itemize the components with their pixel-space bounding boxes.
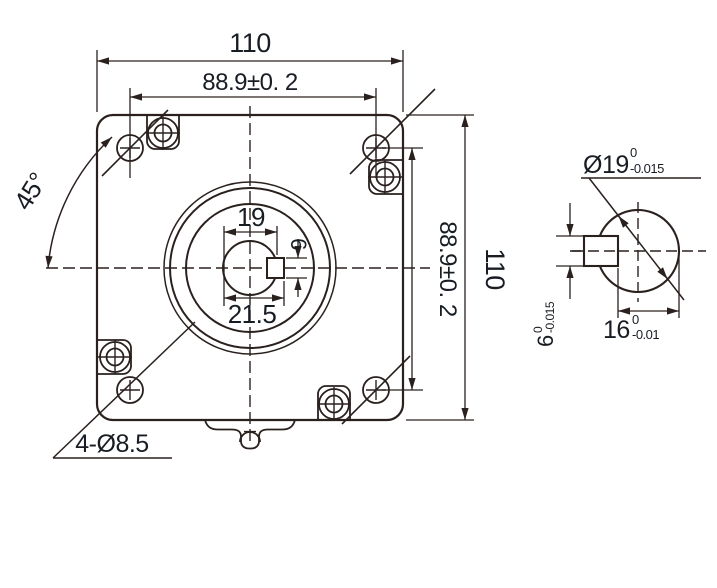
arrow-line <box>617 215 629 228</box>
shaft-diameter-label: Ø19 <box>583 151 629 179</box>
shaft-key-width-label: 6 <box>533 335 558 347</box>
front-view <box>45 50 474 459</box>
dim-pilot-width <box>223 226 278 306</box>
dim-overall-width <box>96 50 404 112</box>
dim-key-width <box>286 239 307 297</box>
hole-slash <box>341 355 411 425</box>
dim-hole-spacing-horizontal-label: 88.9±0. 2 <box>202 69 298 96</box>
leader-line <box>588 177 685 301</box>
angle-arc-45 <box>45 136 113 269</box>
key-profile <box>266 257 285 279</box>
shaft-section-view <box>556 177 706 318</box>
target-hole-top <box>146 115 180 150</box>
dim-overall-height-label: 110 <box>480 248 510 290</box>
mounting-hole-top-left <box>101 109 169 177</box>
across-flats-label: 16 <box>603 316 630 344</box>
dim-pilot-width-label: 19 <box>237 202 265 232</box>
across-flats-tol-upper: 0 <box>632 312 639 327</box>
shaft-key-width-group: 6 0 -0.015 <box>531 301 558 347</box>
dim-shaft-diameter <box>581 177 701 301</box>
boss-ring-inner <box>169 187 331 349</box>
dim-across-flats <box>617 255 680 318</box>
hole-slash <box>101 109 169 177</box>
bump-lip <box>204 419 296 450</box>
dim-overall-width-label: 110 <box>229 28 271 58</box>
tab-outline <box>317 385 351 420</box>
dim-hole-spacing-vertical <box>382 147 423 391</box>
arrow-line <box>657 267 669 280</box>
shaft-key-width-tol-upper: 0 <box>531 326 545 333</box>
hole-slash <box>349 88 436 175</box>
shaft-diameter-tol-upper: 0 <box>630 145 637 160</box>
target-hole-left <box>97 339 132 375</box>
cable-entry-bump <box>204 419 296 450</box>
holes-note-leader <box>52 321 196 459</box>
boss-ring-outer <box>163 181 337 355</box>
dim-overall-height <box>406 114 474 421</box>
target-hole-right <box>368 159 403 195</box>
leader-line <box>52 321 196 459</box>
dim-key-outer-label: 21.5 <box>228 299 277 329</box>
dim-hole-spacing-horizontal <box>129 88 377 178</box>
angle-45-label: 45° <box>8 167 53 215</box>
dim-shaft-key-width <box>556 203 586 299</box>
dim-key-width-label: 6 <box>286 238 311 250</box>
mounting-holes-note-label: 4-Ø8.5 <box>75 430 148 458</box>
dim-hole-spacing-vertical-label: 88.9±0. 2 <box>434 221 461 317</box>
mounting-hole-top-right <box>349 88 436 175</box>
pilot-circle <box>185 203 315 333</box>
hole-circle <box>116 376 144 404</box>
shaft-key-width-tol-lower: -0.015 <box>543 301 557 333</box>
mounting-hole-bottom-left <box>116 376 144 404</box>
dim-key-outer <box>224 281 285 306</box>
shaft-diameter-tol-lower: -0.015 <box>630 161 664 176</box>
target-hole-bottom <box>317 385 351 420</box>
labels: 110 88.9±0. 2 88.9±0. 2 110 19 21.5 6 45… <box>8 28 665 458</box>
across-flats-tol-lower: -0.01 <box>632 327 659 342</box>
